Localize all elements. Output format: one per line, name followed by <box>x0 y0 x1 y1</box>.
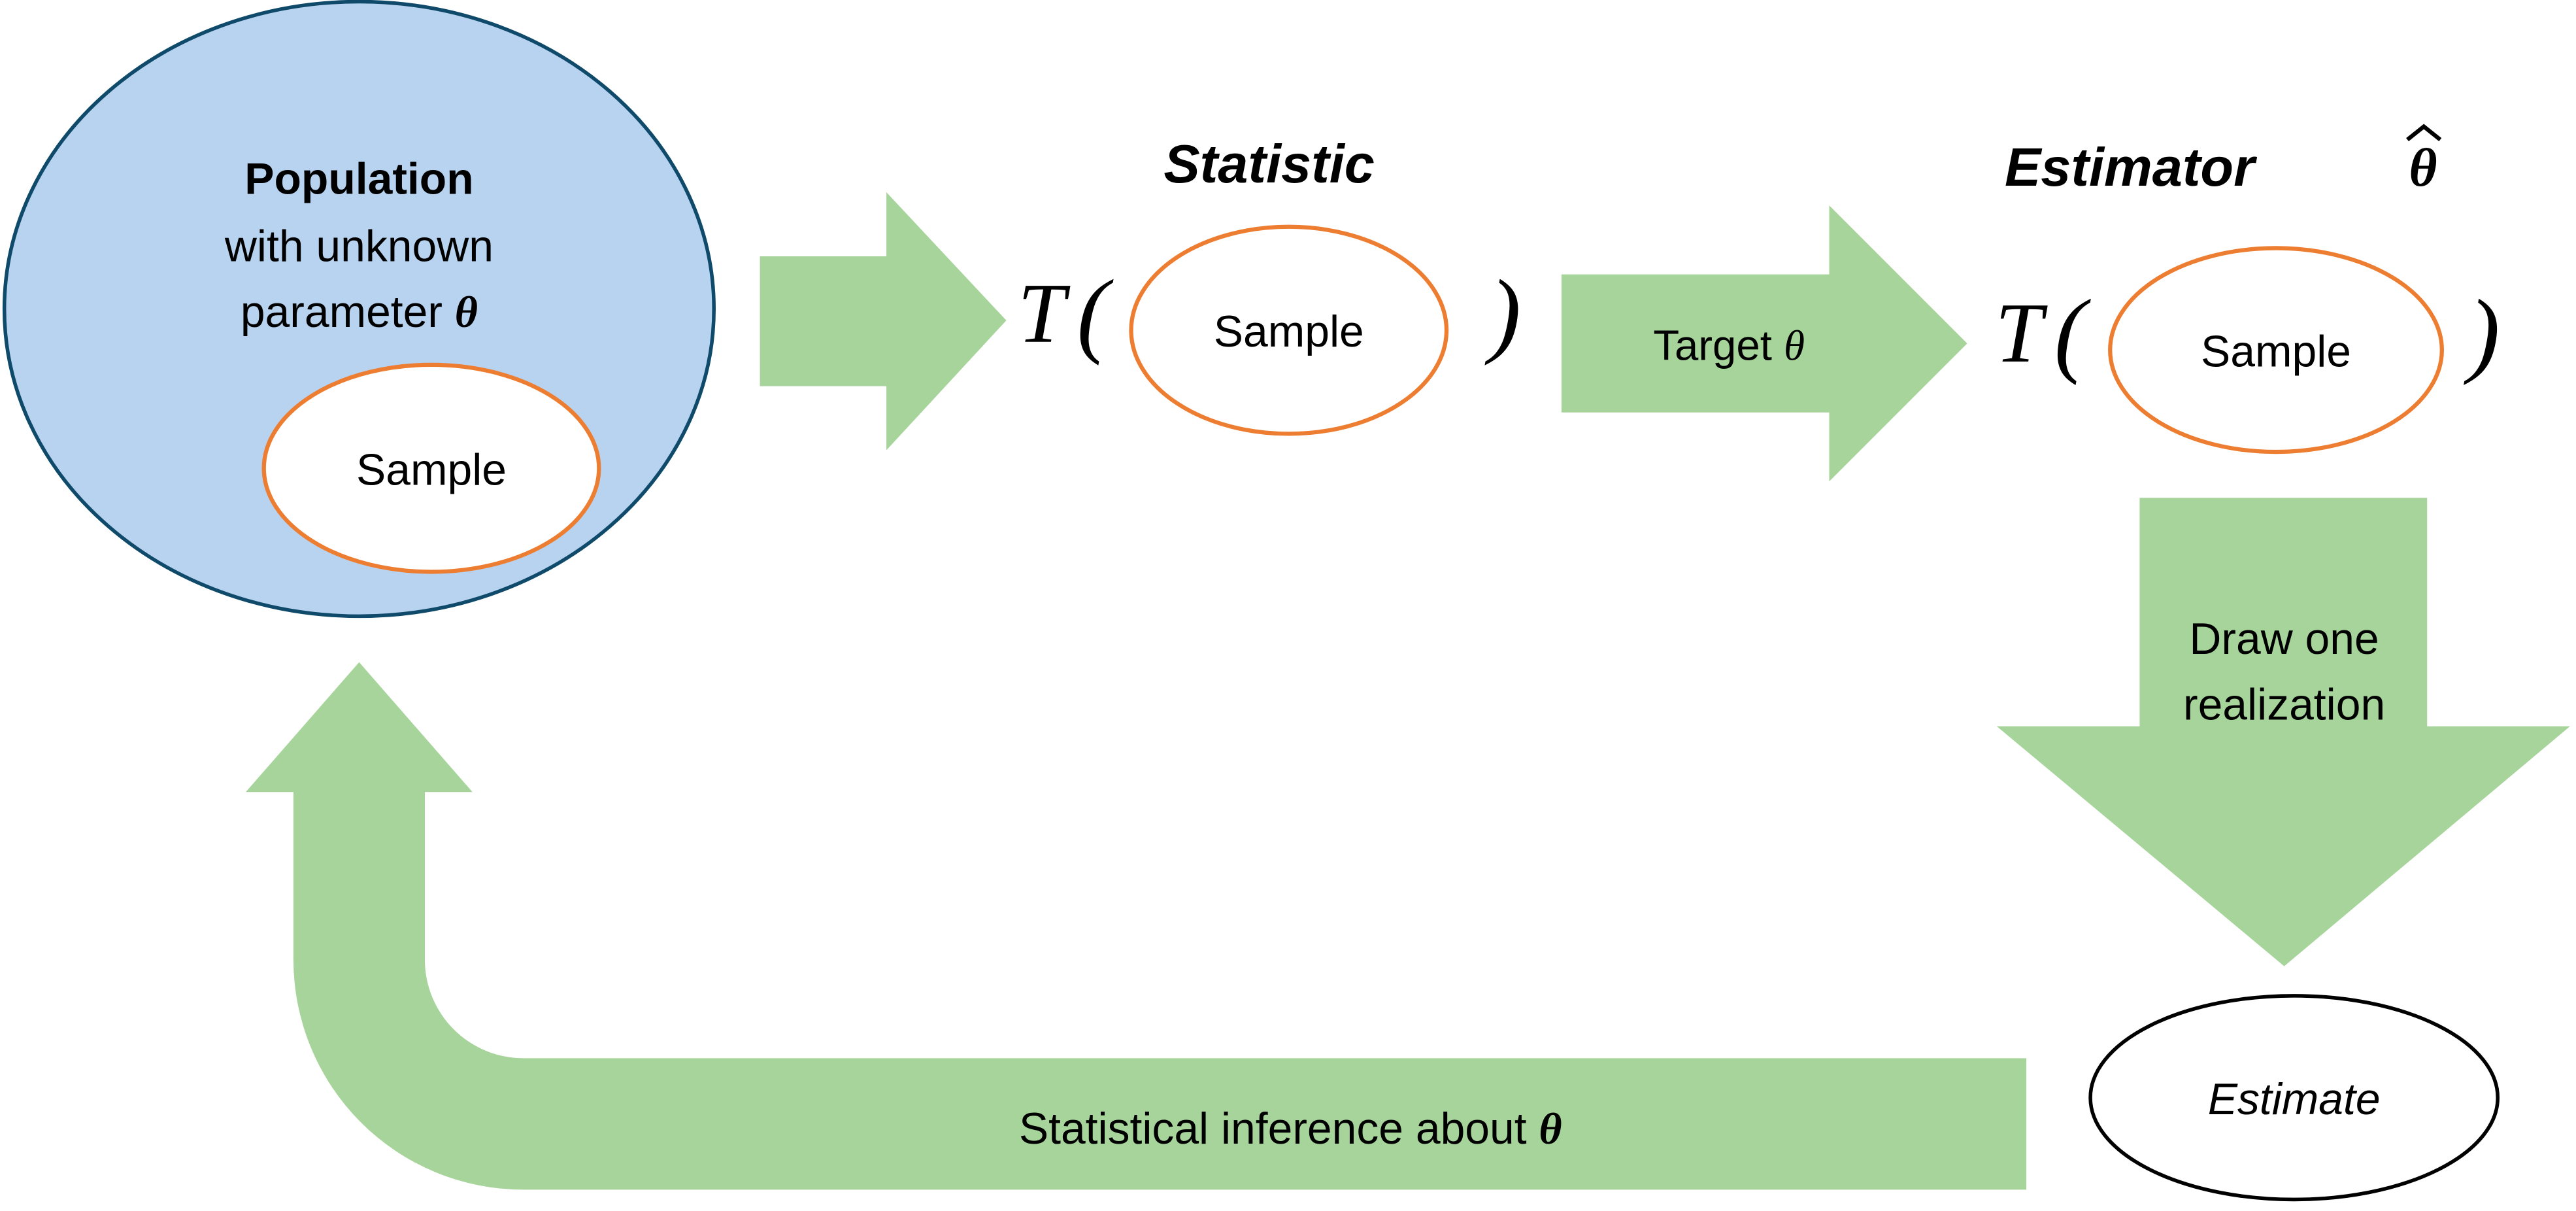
draw-arrow-shape <box>1996 498 2570 966</box>
inference-arrow-label: Statistical inference about θ <box>1019 1104 1562 1153</box>
inference-arrow: Statistical inference about θ <box>246 662 2027 1190</box>
hat-accent-icon <box>2406 124 2442 142</box>
estimator-sample-label: Sample <box>2201 327 2351 376</box>
arrow-population-to-statistic <box>760 192 1007 451</box>
statistic-node: Statistic T ( Sample ) <box>1018 133 1521 436</box>
population-sample-label: Sample <box>356 445 507 494</box>
population-title: Population <box>244 155 473 204</box>
estimate-ellipse <box>2088 994 2500 1202</box>
statistic-sample-label: Sample <box>1214 307 1364 356</box>
target-arrow-label: Target θ <box>1653 321 1805 369</box>
target-arrow-label-prefix: Target <box>1653 321 1784 369</box>
population-line2: with unknown <box>224 222 493 271</box>
draw-arrow-line2: realization <box>2183 681 2385 730</box>
statistic-heading: Statistic <box>1163 133 1375 194</box>
estimate-node: Estimate <box>2088 994 2500 1202</box>
estimator-function-symbol: T <box>1995 286 2048 381</box>
population-node: Population with unknown parameter θ Samp… <box>3 0 716 618</box>
inference-arrow-label-prefix: Statistical inference about <box>1019 1104 1539 1153</box>
population-sample-ellipse <box>261 362 601 574</box>
draw-arrow-line1: Draw one <box>2189 615 2379 664</box>
estimator-sample-ellipse <box>2108 246 2444 454</box>
statistic-open-paren: ( <box>1077 260 1114 366</box>
statistic-sample-ellipse <box>1129 224 1449 436</box>
estimator-node: Estimator θ T ( Sample ) <box>1995 124 2500 454</box>
population-line3-prefix: parameter <box>241 288 455 337</box>
draw-arrow: Draw one realization <box>1996 498 2570 966</box>
inference-arrow-shape <box>246 662 2027 1190</box>
statistic-close-paren: ) <box>1484 260 1521 366</box>
theta-symbol: θ <box>1539 1104 1562 1153</box>
statistic-function-symbol: T <box>1018 267 1071 361</box>
theta-symbol: θ <box>1784 322 1805 369</box>
estimator-heading: Estimator <box>2005 137 2258 197</box>
target-arrow: Target θ <box>1561 205 1967 482</box>
population-line3: parameter θ <box>241 288 478 337</box>
estimator-close-paren: ) <box>2464 280 2500 386</box>
estimator-open-paren: ( <box>2054 280 2091 386</box>
theta-symbol: θ <box>455 288 478 337</box>
theta-hat-symbol: θ <box>2409 137 2437 197</box>
estimate-label: Estimate <box>2208 1075 2381 1124</box>
